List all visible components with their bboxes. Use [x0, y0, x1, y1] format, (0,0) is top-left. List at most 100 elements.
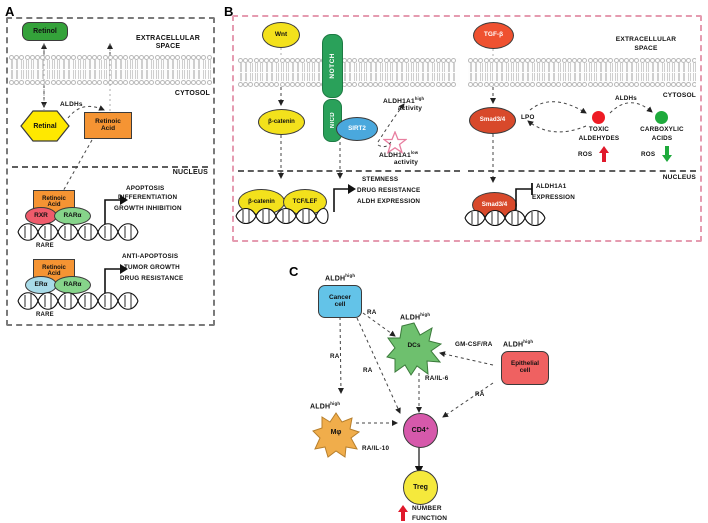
panel-b-ros-up-label: ROS	[578, 151, 593, 158]
panel-a-arrows	[41, 43, 113, 201]
node-macrophage[interactable]: Mφ	[312, 412, 361, 458]
panel-c-edge-epithelial-to-dcs: GM-CSF/RA	[455, 341, 493, 348]
aldh1a1-low-sup: low	[410, 150, 419, 155]
node-rxr[interactable]: RXR	[25, 207, 57, 225]
node-beta-catenin-nucleus-label: β-catenin	[248, 198, 275, 205]
panel-a-outcome-top-1: APOPTOSIS	[126, 185, 165, 192]
panel-a-outcome-bottom-3: DRUG RESISTANCE	[120, 275, 184, 282]
node-rxr-label: RXR	[34, 211, 48, 219]
panel-a-transcription-arrow-1	[104, 195, 128, 224]
panel-b-outcome-1: STEMNESS	[362, 176, 399, 183]
panel-c-treg-effect-line1: NUMBER	[412, 505, 442, 512]
panel-a-dna-1	[17, 223, 139, 241]
panel-b-aldh1a1-high-activity: activity	[397, 105, 423, 112]
node-beta-catenin-cytosol-label: β-catenin	[268, 118, 295, 125]
panel-b-aldh1a1-low-activity: activity	[393, 159, 419, 166]
epithelial-marker-sup: high	[523, 339, 534, 344]
node-macrophage-label: Mφ	[330, 429, 342, 436]
panel-b-lpo-label: LPO	[521, 114, 535, 121]
panel-c-edge-cancer-to-cd4: RA	[363, 367, 373, 374]
node-retinol-label: Retinol	[33, 27, 57, 35]
panel-a-aldhs-label: ALDHs	[60, 101, 83, 108]
panel-b-letter: B	[224, 4, 234, 19]
node-treg[interactable]: Treg	[403, 470, 438, 505]
node-rar-alpha-1-label: RARα	[63, 211, 82, 219]
panel-b-aldh1a1-expression-line1: ALDH1A1	[536, 183, 567, 190]
panel-b-nucleus-label: NUCLEUS	[662, 174, 696, 181]
panel-c-edge-cancer-to-macrophage: RA	[330, 353, 340, 360]
treg-increase-arrow-icon	[398, 505, 408, 521]
panel-a-outcome-bottom-2: TUMOR GROWTH	[124, 264, 180, 271]
panel-c-treg-effect-line2: FUNCTION	[412, 515, 448, 522]
panel-b-nucleus-divider-left	[238, 170, 460, 172]
panel-b-inhibition-arrow	[515, 183, 533, 210]
panel-b-outcome-3: ALDH EXPRESSION	[357, 198, 421, 205]
cancer-marker-sup: high	[345, 273, 356, 278]
panel-b-toxic-aldehydes-line2: ALDEHYDES	[578, 135, 620, 142]
panel-a-rare-label-1: RARE	[36, 243, 54, 249]
aldh1a1-low-name: ALDH1A1	[379, 152, 411, 160]
panel-c-epithelial-marker: ALDHhigh	[503, 339, 533, 348]
node-beta-catenin-cytosol[interactable]: β-catenin	[258, 109, 305, 135]
node-retinoic-acid-cytosol-label-line1: Retinoic	[95, 117, 121, 125]
panel-b-dna-right	[464, 209, 546, 227]
panel-c-cancer-cell-marker: ALDHhigh	[325, 273, 355, 282]
aldh1a1-high-sup: high	[414, 96, 425, 101]
node-notch[interactable]: NOTCH	[322, 34, 343, 98]
node-smad34-cytosol[interactable]: Smad3/4	[469, 107, 516, 134]
node-carboxylic-acids-dot[interactable]	[655, 111, 668, 124]
panel-a-nucleus-label: NUCLEUS	[172, 169, 208, 176]
panel-b-dna-left	[235, 207, 329, 225]
node-cancer-cell[interactable]: Cancer cell	[318, 285, 362, 318]
panel-b-aldhs-label: ALDHs	[615, 95, 637, 102]
panel-b-carboxylic-acids-line2: ACIDS	[651, 135, 673, 142]
node-retinol[interactable]: Retinol	[22, 22, 68, 41]
panel-b-extracellular-label-line2: SPACE	[634, 45, 658, 52]
node-wnt[interactable]: Wnt	[262, 22, 300, 48]
panel-c-edge-macrophage-to-cd4: RA/IL-10	[362, 445, 390, 452]
panel-b-aldh1a1-low-label: ALDH1A1low	[379, 150, 418, 159]
panel-b-aldh1a1-high-label: ALDH1A1high	[383, 96, 424, 105]
ros-increase-arrow-icon	[599, 146, 609, 162]
node-retinoic-acid-cytosol-label-line2: Acid	[100, 124, 116, 132]
node-retinoic-acid-nuclear-1-line2: Acid	[47, 202, 61, 208]
dcs-marker-sup: high	[420, 312, 431, 317]
node-retinal[interactable]: Retinal	[20, 110, 70, 142]
node-cancer-cell-line2: cell	[334, 300, 346, 308]
panel-c-macrophage-marker: ALDHhigh	[310, 401, 340, 410]
panel-a-rare-label-2: RARE	[36, 312, 54, 318]
panel-b-extracellular-label-line1: EXTRACELLULAR	[615, 36, 677, 43]
node-wnt-label: Wnt	[274, 30, 288, 38]
node-sirt2[interactable]: SIRT2	[336, 117, 378, 141]
panel-b-nucleus-divider-right	[468, 170, 696, 172]
node-epithelial-cell[interactable]: Epithelial cell	[501, 351, 549, 385]
node-tgf-beta[interactable]: TGF-β	[473, 22, 514, 49]
dcs-marker-name: ALDH	[400, 314, 421, 322]
panel-c-edge-epithelial-to-cd4: RA	[475, 391, 485, 398]
panel-b-ros-down-label: ROS	[641, 151, 656, 158]
node-cancer-cell-line1: Cancer	[328, 293, 352, 301]
node-dcs[interactable]: DCs	[386, 322, 443, 376]
panel-b-outcome-2: DRUG RESISTANCE	[357, 187, 421, 194]
panel-a-nucleus-divider	[12, 166, 208, 168]
node-tcf-lef-label: TCF/LEF	[292, 198, 318, 205]
node-retinoic-acid-cytosol[interactable]: Retinoic Acid	[84, 112, 132, 139]
panel-a-extracellular-label-line1: EXTRACELLULAR	[135, 35, 201, 42]
panel-a-outcome-bottom-1: ANTI-APOPTOSIS	[122, 253, 179, 260]
node-er-alpha-label: ERα	[34, 280, 48, 288]
node-aldh1a1-low-star[interactable]	[383, 131, 407, 154]
node-retinoic-acid-nuclear-1-line1: Retinoic	[42, 195, 66, 202]
node-cd4[interactable]: CD4⁺	[403, 413, 438, 448]
node-retinoic-acid-nuclear-2-line2: Acid	[47, 271, 61, 277]
panel-b-left-plasma-membrane	[238, 58, 460, 87]
panel-a-extracellular-label-line2: SPACE	[155, 43, 181, 50]
panel-a-frame	[6, 17, 215, 326]
node-epithelial-cell-line2: cell	[519, 367, 531, 374]
node-tgf-beta-label: TGF-β	[483, 31, 504, 39]
panel-c-letter: C	[289, 264, 299, 279]
panel-b-frame	[232, 15, 702, 242]
node-smad34-cytosol-label: Smad3/4	[479, 116, 506, 124]
panel-a-outcome-top-2: DIFFERENTIATION	[118, 194, 178, 201]
node-treg-label: Treg	[413, 483, 428, 491]
node-toxic-aldehydes-dot[interactable]	[592, 111, 605, 124]
